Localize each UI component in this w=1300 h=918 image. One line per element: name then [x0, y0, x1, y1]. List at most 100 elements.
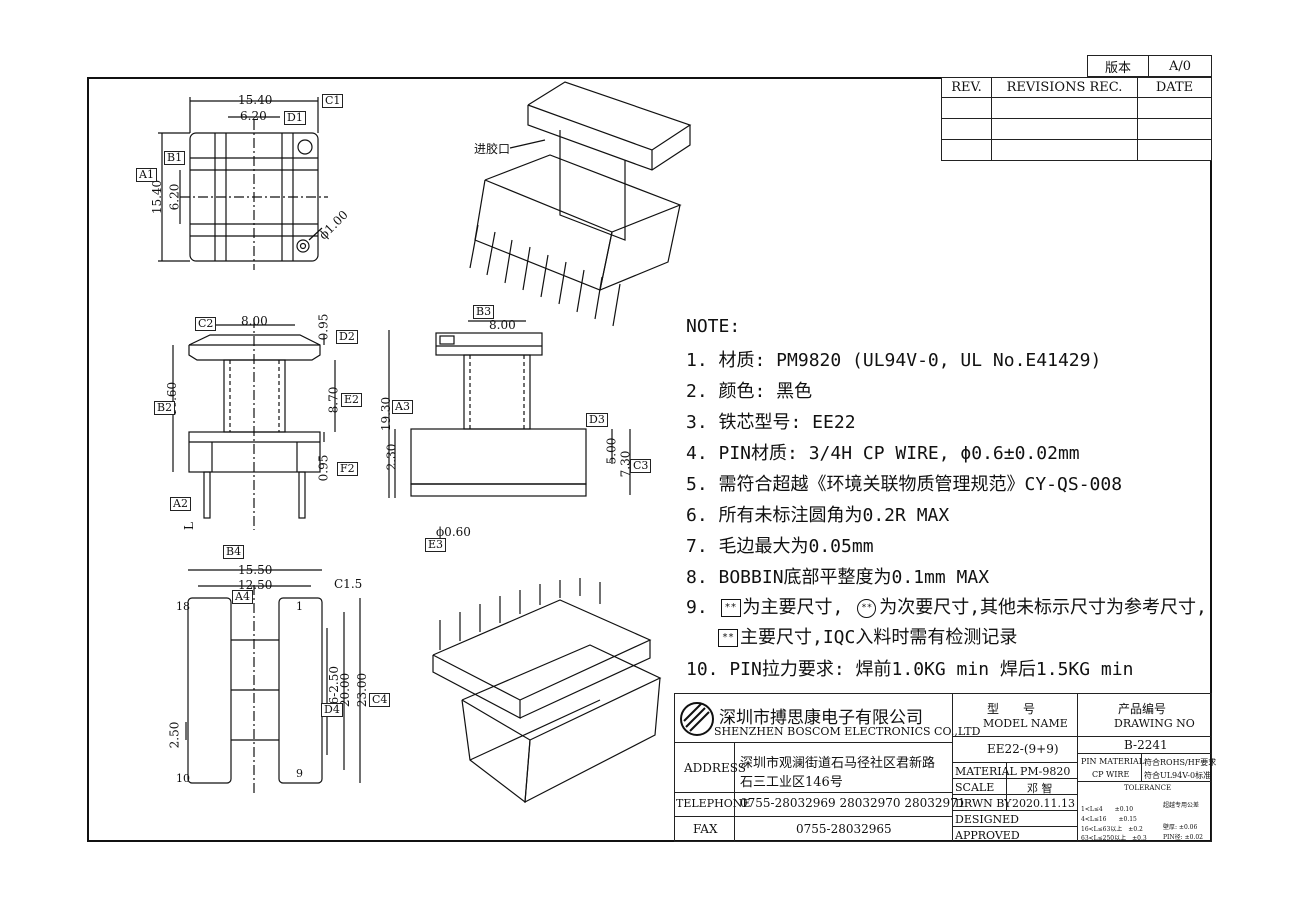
tag-c2: C2: [195, 317, 217, 331]
iso-top-flange: [527, 81, 692, 151]
iso-pin: [504, 239, 513, 284]
fax-value: 0755-28032965: [796, 822, 892, 836]
drawing-value: B-2241: [1124, 738, 1168, 752]
note-9-number: 9.: [686, 597, 708, 618]
major-dimension-icon: **: [718, 629, 738, 647]
front-view-left: [172, 318, 336, 530]
tag-e3: E3: [425, 538, 447, 552]
iso2-top-side: [519, 640, 651, 719]
model-value: EE22-(9+9): [987, 742, 1059, 756]
front-top-flange: [188, 334, 321, 361]
bottom-view: [185, 569, 361, 795]
tolerance-title: TOLERANCE: [1124, 784, 1172, 792]
dim-bot-a4: 12.50: [238, 578, 273, 592]
top-view-hole: [296, 239, 310, 253]
minor-dimension-icon: **: [857, 598, 877, 618]
leader-line: [308, 227, 323, 241]
side-base-bottom: [410, 483, 587, 497]
tolerance-row-2: 4<L≤16 ±0.15: [1081, 816, 1137, 823]
iso-pin: [469, 224, 479, 269]
iso2-top: [432, 599, 652, 701]
tag-a1: A1: [136, 168, 157, 182]
iso2-base: [461, 644, 662, 741]
telephone-value: 0755-28032969 28032970 28032971: [740, 796, 966, 810]
iso-pin: [576, 269, 585, 313]
dim-left-width: 8.00: [241, 314, 268, 328]
dim-left-d2: 0.95: [316, 313, 331, 341]
dim-top-width: 15.40: [238, 93, 273, 107]
top-view: [158, 97, 328, 270]
material-label: MATERIAL: [955, 765, 1017, 778]
title-block-hline: [674, 742, 952, 743]
iso-pin: [594, 276, 603, 320]
note-9-text-1: 为主要尺寸,: [742, 597, 844, 618]
tag-a2: A2: [170, 497, 191, 511]
note-2: 2. 颜色: 黑色: [686, 381, 813, 402]
iso-pin: [558, 261, 567, 305]
tolerance-row-4: 63<L≤250以上 ±0.3: [1081, 835, 1147, 842]
major-dimension-icon: **: [720, 599, 741, 617]
pin-number-9: 9: [296, 767, 303, 780]
approved-label: APPROVED: [955, 829, 1020, 842]
isometric-view-bottom: [432, 578, 662, 804]
side-base: [410, 428, 587, 485]
tag-d1: D1: [284, 111, 306, 125]
tag-f2: F2: [337, 462, 358, 476]
note-9-continued: **主要尺寸,IQC入料时需有检测记录: [716, 623, 1017, 649]
title-block-border: [674, 693, 1212, 842]
note-3: 3. 铁芯型号: EE22: [686, 412, 856, 433]
dim-left-e2: 8.70: [326, 386, 341, 414]
tag-d4: D4: [321, 703, 343, 717]
tag-c3: C3: [630, 459, 652, 473]
iso2-base-side: [524, 677, 661, 804]
front-pin: [298, 471, 306, 519]
material-value: PM-9820: [1020, 765, 1071, 778]
note-10: 10. PIN拉力要求: 焊前1.0KG min 焊后1.5KG min: [686, 659, 1134, 680]
note-7: 7. 毛边最大为0.05mm: [686, 536, 874, 557]
front-pin: [203, 471, 211, 519]
company-name-cn: 深圳市搏思康电子有限公司: [719, 708, 923, 728]
top-view-mark: [297, 139, 313, 155]
title-block-hline: [674, 792, 952, 793]
iso-base-front: [474, 179, 613, 291]
rohs-compliance: 符合ROHS/HF要求: [1144, 758, 1217, 767]
fax-label: FAX: [693, 822, 718, 836]
iso-core: [559, 130, 626, 241]
telephone-label: TELEPHONE: [676, 797, 751, 810]
iso-pin: [540, 254, 549, 298]
drawn-by-label: DRWN BY: [955, 797, 1012, 810]
dim-mid-d3: 5.00: [604, 437, 619, 465]
model-name-cn: 型 号: [987, 702, 1036, 716]
title-block-hline: [952, 794, 1077, 795]
title-block-hline: [952, 826, 1077, 827]
model-name-en: MODEL NAME: [983, 717, 1068, 730]
title-block-hline: [952, 762, 1077, 763]
tolerance-special: 超越专用公差: [1163, 802, 1200, 809]
pin-material-value: CP WIRE: [1092, 770, 1130, 779]
iso-pin: [612, 283, 621, 327]
dim-bot-pitch: 2.50: [167, 721, 182, 749]
date-cell: [1137, 139, 1212, 161]
version-value: A/0: [1148, 55, 1212, 77]
note-5: 5. 需符合超越《环境关联物质管理规范》CY-QS-008: [686, 474, 1123, 495]
side-gate: [439, 335, 455, 345]
address-line-1: 深圳市观澜街道石马径社区君新路: [740, 756, 936, 771]
designed-label: DESIGNED: [955, 813, 1019, 826]
tag-b4: B4: [223, 545, 245, 559]
title-block-hline: [952, 736, 1212, 737]
inlet-label: 进胶口: [474, 142, 511, 156]
tag-b2: B2: [154, 401, 176, 415]
tag-a4: A4: [232, 590, 253, 604]
iso-top-flange-side: [527, 105, 691, 171]
tag-c1: C1: [322, 94, 344, 108]
dim-left-pin: L: [181, 522, 196, 530]
tolerance-pin: PIN径: ±0.02: [1163, 834, 1203, 841]
title-block-vline: [1141, 753, 1142, 781]
drawing-no-en: DRAWING NO: [1114, 717, 1195, 730]
iso-base-side: [599, 204, 681, 291]
dim-top-height: 15.40: [150, 179, 165, 215]
tag-d3: D3: [586, 413, 608, 427]
address-line-2: 石三工业区146号: [740, 775, 843, 790]
scale-label: SCALE: [955, 781, 995, 794]
company-name-en: SHENZHEN BOSCOM ELECTRONICS CO.,LTD: [714, 725, 981, 738]
